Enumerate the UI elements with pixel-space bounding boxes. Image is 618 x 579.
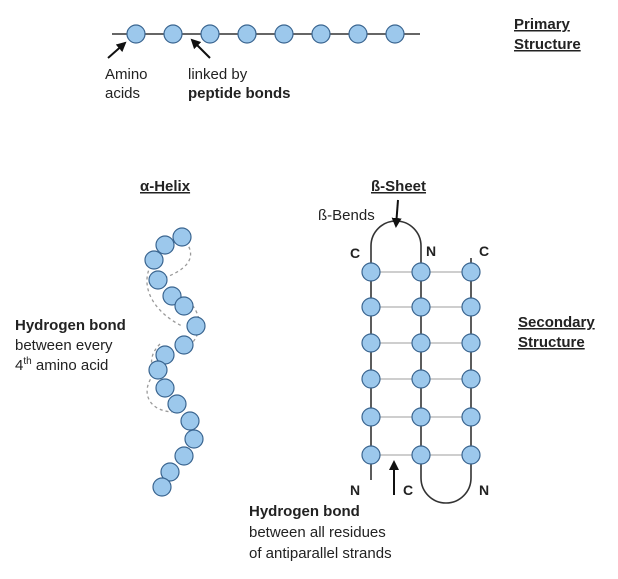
strand-1-c-terminus: C [350, 245, 360, 261]
helix-hbond-superscript: th [23, 356, 31, 367]
peptide-bonds-label: peptide bonds [188, 85, 291, 102]
primary-residue [163, 24, 183, 44]
primary-structure: Amino acids linked by peptide bonds Prim… [105, 16, 581, 102]
sheet-hbond-title: Hydrogen bond [249, 503, 360, 520]
sheet-residues [361, 262, 481, 465]
helix-hbond-rest: amino acid [32, 357, 109, 374]
helix-residue [148, 270, 168, 290]
helix-hbond-number: 4 [15, 357, 23, 374]
primary-residue [311, 24, 331, 44]
primary-structure-title-line2: Structure [514, 36, 581, 53]
amino-acids-label-line2: acids [105, 85, 140, 102]
sheet-residue [361, 262, 381, 282]
primary-residue [237, 24, 257, 44]
sheet-hbond-line2: between all residues [249, 524, 386, 541]
secondary-structure-title-line2: Structure [518, 334, 585, 351]
strand-3-c-terminus: C [479, 243, 489, 259]
sheet-residue [461, 262, 481, 282]
beta-bends-label: ß-Bends [318, 207, 375, 224]
helix-hbond-line3: 4th amino acid [15, 356, 108, 374]
beta-bend-bottom [420, 470, 472, 504]
sheet-strands [370, 220, 472, 504]
linked-by-label: linked by [188, 66, 248, 83]
sheet-residue [461, 407, 481, 427]
sheet-hbond-line3: of antiparallel strands [249, 545, 392, 562]
helix-residues [144, 227, 206, 497]
sheet-residue [411, 445, 431, 465]
sheet-residue [411, 369, 431, 389]
sheet-residue [461, 333, 481, 353]
helix-residue [180, 411, 200, 431]
sheet-residue [411, 262, 431, 282]
secondary-structure-label: Secondary Structure [518, 314, 595, 351]
sheet-residue [361, 407, 381, 427]
beta-bend-top [370, 220, 422, 262]
helix-residue [174, 446, 194, 466]
strand-1-n-terminus: N [350, 482, 360, 498]
helix-residue [167, 394, 187, 414]
beta-sheet-title: ß-Sheet [371, 178, 426, 195]
helix-residue [152, 477, 172, 497]
sheet-residue [411, 407, 431, 427]
alpha-helix-title: α-Helix [140, 178, 191, 195]
sheet-residue [461, 297, 481, 317]
helix-residue [155, 378, 175, 398]
primary-residue [126, 24, 146, 44]
sheet-residue [361, 333, 381, 353]
helix-hbond-line2: between every [15, 337, 113, 354]
sheet-residue [361, 445, 381, 465]
helix-residue [174, 296, 194, 316]
primary-residue [348, 24, 368, 44]
strand-2-n-terminus: N [426, 243, 436, 259]
primary-residue [200, 24, 220, 44]
helix-residue [174, 335, 194, 355]
sheet-residue [361, 369, 381, 389]
helix-residue [155, 235, 175, 255]
primary-residue [274, 24, 294, 44]
helix-residue [144, 250, 164, 270]
helix-residue [172, 227, 192, 247]
helix-residue [160, 462, 180, 482]
sheet-residue [461, 445, 481, 465]
primary-residues [126, 24, 405, 44]
sheet-residue [461, 369, 481, 389]
amino-acids-label-line1: Amino [105, 66, 148, 83]
helix-hbond [157, 236, 192, 281]
beta-bend-arrow [391, 199, 402, 228]
primary-residue [385, 24, 405, 44]
helix-hbond-title: Hydrogen bond [15, 317, 126, 334]
primary-structure-title-line1: Primary [514, 16, 571, 33]
sheet-residue [411, 297, 431, 317]
beta-sheet: ß-Sheet ß-Bends C N C N C N Hydrog [249, 178, 489, 562]
peptide-bond-arrow [190, 38, 211, 59]
amino-acid-arrow [107, 41, 127, 59]
sheet-residue [361, 297, 381, 317]
strand-2-c-terminus: C [403, 482, 413, 498]
secondary-structure-title-line1: Secondary [518, 314, 595, 331]
helix-residue [184, 429, 204, 449]
helix-residue [148, 360, 168, 380]
sheet-residue [411, 333, 431, 353]
alpha-helix: α-Helix Hydrogen bond between every 4th … [15, 178, 206, 497]
strand-3-n-terminus: N [479, 482, 489, 498]
helix-residue [186, 316, 206, 336]
